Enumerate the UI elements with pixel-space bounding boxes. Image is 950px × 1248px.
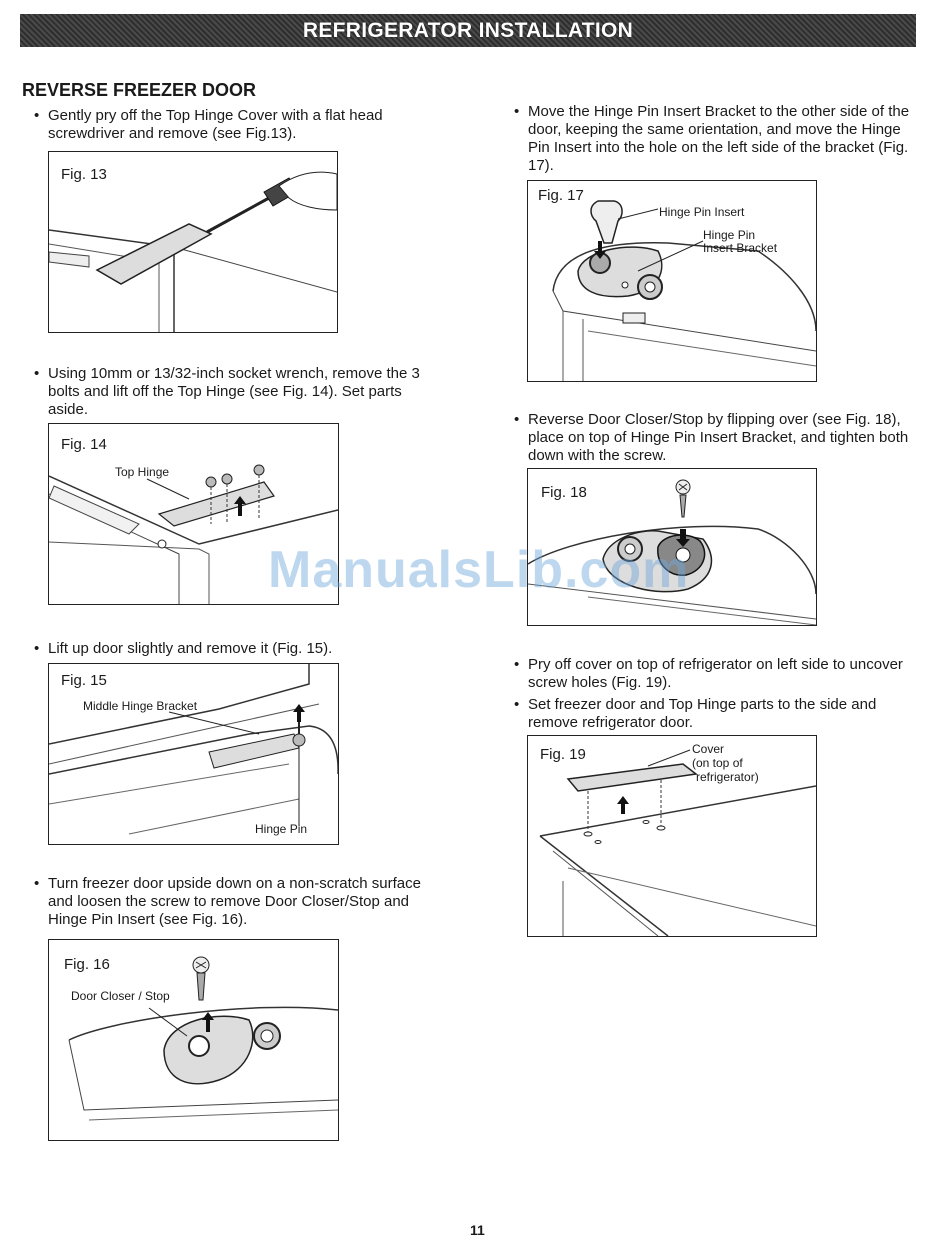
step-5: • Move the Hinge Pin Insert Bracket to t…	[514, 103, 910, 174]
fig19-illustration	[539, 749, 816, 936]
step-7: • Pry off cover on top of refrigerator o…	[514, 656, 903, 691]
figure-16: Fig. 16 Door Closer / Stop	[48, 939, 339, 1141]
figure-17: Fig. 17 Hinge Pin Insert Hinge Pin Inser…	[527, 180, 817, 382]
figure-14: Fig. 14 Top Hinge	[48, 423, 339, 605]
fig15-callout-middle-hinge-bracket: Middle Hinge Bracket	[83, 699, 198, 713]
step-2: • Using 10mm or 13/32-inch socket wrench…	[34, 365, 420, 418]
figure-18: Fig. 18	[527, 468, 817, 626]
fig15-callout-hinge-pin: Hinge Pin	[255, 822, 308, 836]
figure-13: Fig. 13	[48, 151, 338, 333]
step-1: • Gently pry off the Top Hinge Cover wit…	[34, 107, 383, 142]
fig17-callout-insert-bracket: Insert Bracket	[703, 241, 778, 255]
watermark: ManualsLib.com	[268, 541, 690, 599]
fig15-label: Fig. 15	[61, 672, 107, 689]
fig13-illustration	[49, 171, 337, 332]
figure-19: Fig. 19 Cover (on top of refrigerator)	[527, 735, 817, 937]
step-4: • Turn freezer door upside down on a non…	[34, 875, 421, 928]
fig19-callout-refrigerator: refrigerator)	[696, 770, 759, 784]
step-6: • Reverse Door Closer/Stop by flipping o…	[514, 411, 909, 464]
fig18-label: Fig. 18	[541, 484, 587, 501]
fig13-label: Fig. 13	[61, 166, 107, 183]
header-banner: REFRIGERATOR INSTALLATION	[20, 14, 916, 47]
step-3: • Lift up door slightly and remove it (F…	[34, 640, 333, 657]
fig19-label: Fig. 19	[540, 746, 586, 763]
fig18-illustration	[528, 479, 816, 625]
fig17-illustration	[552, 200, 816, 381]
fig14-callout-top-hinge: Top Hinge	[115, 465, 170, 479]
fig14-illustration	[49, 464, 338, 604]
fig16-label: Fig. 16	[64, 956, 110, 973]
fig19-callout-cover: Cover	[692, 742, 725, 756]
figure-15: Fig. 15 Middle Hinge Bracket Hinge Pin	[48, 663, 339, 845]
fig17-label: Fig. 17	[538, 187, 584, 204]
fig17-callout-hinge-pin: Hinge Pin	[703, 228, 756, 242]
fig16-callout-door-closer-stop: Door Closer / Stop	[71, 989, 170, 1003]
fig17-callout-hinge-pin-insert: Hinge Pin Insert	[659, 205, 745, 219]
fig19-callout-on-top-of: (on top of	[692, 756, 743, 770]
page-number: 11	[470, 1222, 485, 1238]
fig14-label: Fig. 14	[61, 436, 107, 453]
step-8: • Set freezer door and Top Hinge parts t…	[514, 696, 877, 731]
fig16-illustration	[68, 956, 338, 1121]
fig15-illustration	[49, 664, 338, 835]
banner-title: REFRIGERATOR INSTALLATION	[302, 18, 634, 42]
section-title: REVERSE FREEZER DOOR	[22, 80, 257, 100]
